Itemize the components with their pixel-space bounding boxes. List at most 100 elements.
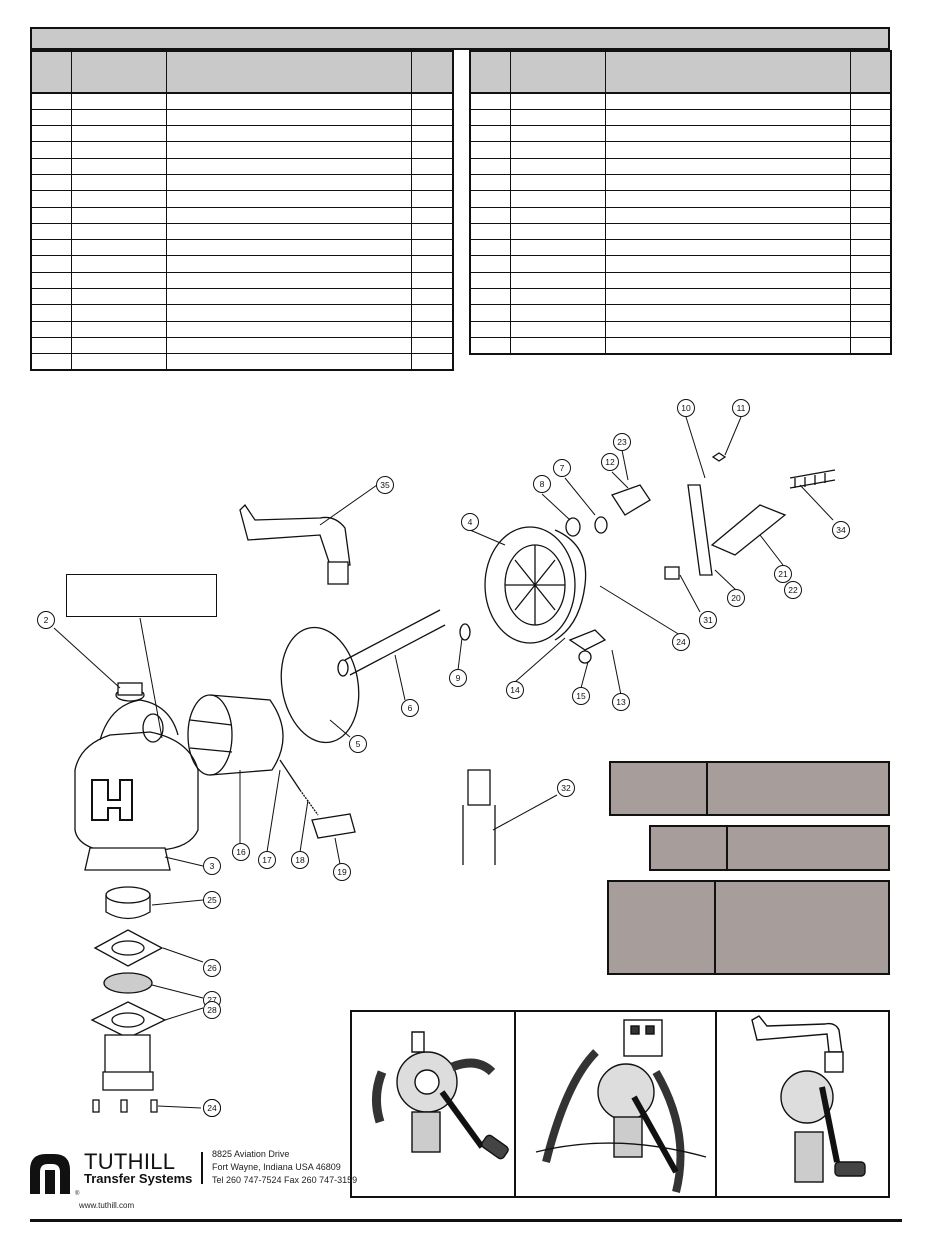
table-cell — [469, 206, 511, 224]
leader-lines — [53, 416, 834, 1109]
table-cell — [604, 108, 851, 127]
table-cell — [410, 304, 454, 322]
table-cell — [70, 125, 167, 143]
table-cell — [30, 239, 72, 257]
table-cell — [30, 141, 72, 159]
table-cell — [849, 239, 892, 257]
table-cell — [604, 206, 851, 224]
table-cell — [30, 92, 72, 110]
svg-text:13: 13 — [616, 697, 626, 707]
header-item-cell — [30, 50, 72, 94]
parts-table-left-body — [30, 92, 454, 371]
table-cell — [509, 157, 606, 175]
cover-plate-drawing — [484, 526, 587, 644]
callout-number: 25 — [203, 891, 221, 909]
table-cell — [469, 141, 511, 159]
table-cell — [604, 320, 851, 338]
header-item-cell — [469, 50, 511, 94]
table-cell — [509, 125, 606, 143]
table-row — [30, 222, 454, 241]
callout-number: 2 — [37, 611, 55, 629]
table-cell — [70, 239, 167, 257]
table-cell — [509, 92, 606, 110]
footer-divider — [201, 1152, 203, 1184]
info-box-3-label-cell — [609, 882, 716, 973]
address-line2: Fort Wayne, Indiana USA 46809 — [212, 1162, 341, 1172]
table-cell — [410, 336, 454, 355]
table-cell — [70, 157, 167, 175]
table-cell — [410, 288, 454, 306]
callout-number: 10 — [677, 399, 695, 417]
header-qty-cell — [849, 50, 892, 94]
table-cell — [849, 288, 892, 306]
table-cell — [70, 173, 167, 192]
table-cell — [849, 271, 892, 290]
callout-number: 3 — [203, 857, 221, 875]
svg-text:21: 21 — [778, 569, 788, 579]
svg-text:31: 31 — [703, 615, 713, 625]
header-part-number-cell — [509, 50, 606, 94]
table-cell — [604, 255, 851, 273]
callout-number: 35 — [376, 476, 394, 494]
svg-text:23: 23 — [617, 437, 627, 447]
table-cell — [604, 157, 851, 175]
rotor-drawing — [187, 694, 284, 776]
svg-text:5: 5 — [356, 739, 361, 749]
table-cell — [849, 125, 892, 143]
table-cell — [70, 288, 167, 306]
svg-text:35: 35 — [380, 480, 390, 490]
parts-table-left — [30, 50, 454, 372]
callout-number: 24 — [203, 1099, 221, 1117]
svg-text:18: 18 — [295, 855, 305, 865]
svg-text:16: 16 — [236, 847, 246, 857]
table-cell — [165, 320, 412, 338]
table-row — [469, 141, 892, 159]
callout-number: 31 — [699, 611, 717, 629]
table-cell — [165, 255, 412, 273]
website-link[interactable]: www.tuthill.com — [79, 1201, 135, 1210]
pump-body-drawing — [74, 682, 199, 871]
svg-text:24: 24 — [207, 1103, 217, 1113]
tuthill-logo-icon — [30, 1154, 70, 1194]
shaft-drawing — [344, 609, 446, 676]
table-row — [30, 320, 454, 338]
svg-text:12: 12 — [605, 457, 615, 467]
callout-note-box — [66, 574, 217, 617]
svg-text:32: 32 — [561, 783, 571, 793]
table-cell — [509, 173, 606, 192]
spout-drawing — [239, 503, 351, 585]
table-header-row — [469, 50, 892, 94]
handle-assembly-drawing — [664, 452, 836, 580]
table-cell — [849, 190, 892, 208]
table-cell — [70, 320, 167, 338]
svg-text:8: 8 — [540, 479, 545, 489]
table-cell — [410, 255, 454, 273]
table-cell — [849, 92, 892, 110]
table-row — [30, 271, 454, 290]
svg-text:28: 28 — [207, 1005, 217, 1015]
callout-number: 22 — [784, 581, 802, 599]
callout-number: 28 — [203, 1001, 221, 1019]
table-cell — [30, 288, 72, 306]
info-box-1 — [609, 761, 890, 816]
table-cell — [410, 125, 454, 143]
table-cell — [410, 271, 454, 290]
table-cell — [30, 125, 72, 143]
table-cell — [165, 141, 412, 159]
table-cell — [509, 271, 606, 290]
table-cell — [469, 173, 511, 192]
table-row — [469, 173, 892, 192]
table-cell — [165, 108, 412, 127]
svg-text:17: 17 — [262, 855, 272, 865]
table-cell — [70, 255, 167, 273]
table-cell — [165, 173, 412, 192]
exploded-parts-diagram: 2345678910111213141516171819202122232424… — [37, 399, 850, 1117]
table-row — [30, 190, 454, 208]
table-cell — [30, 157, 72, 175]
table-cell — [70, 222, 167, 241]
table-cell — [509, 239, 606, 257]
table-cell — [30, 271, 72, 290]
parts-table-right-body — [469, 92, 892, 355]
table-cell — [30, 206, 72, 224]
table-cell — [604, 239, 851, 257]
